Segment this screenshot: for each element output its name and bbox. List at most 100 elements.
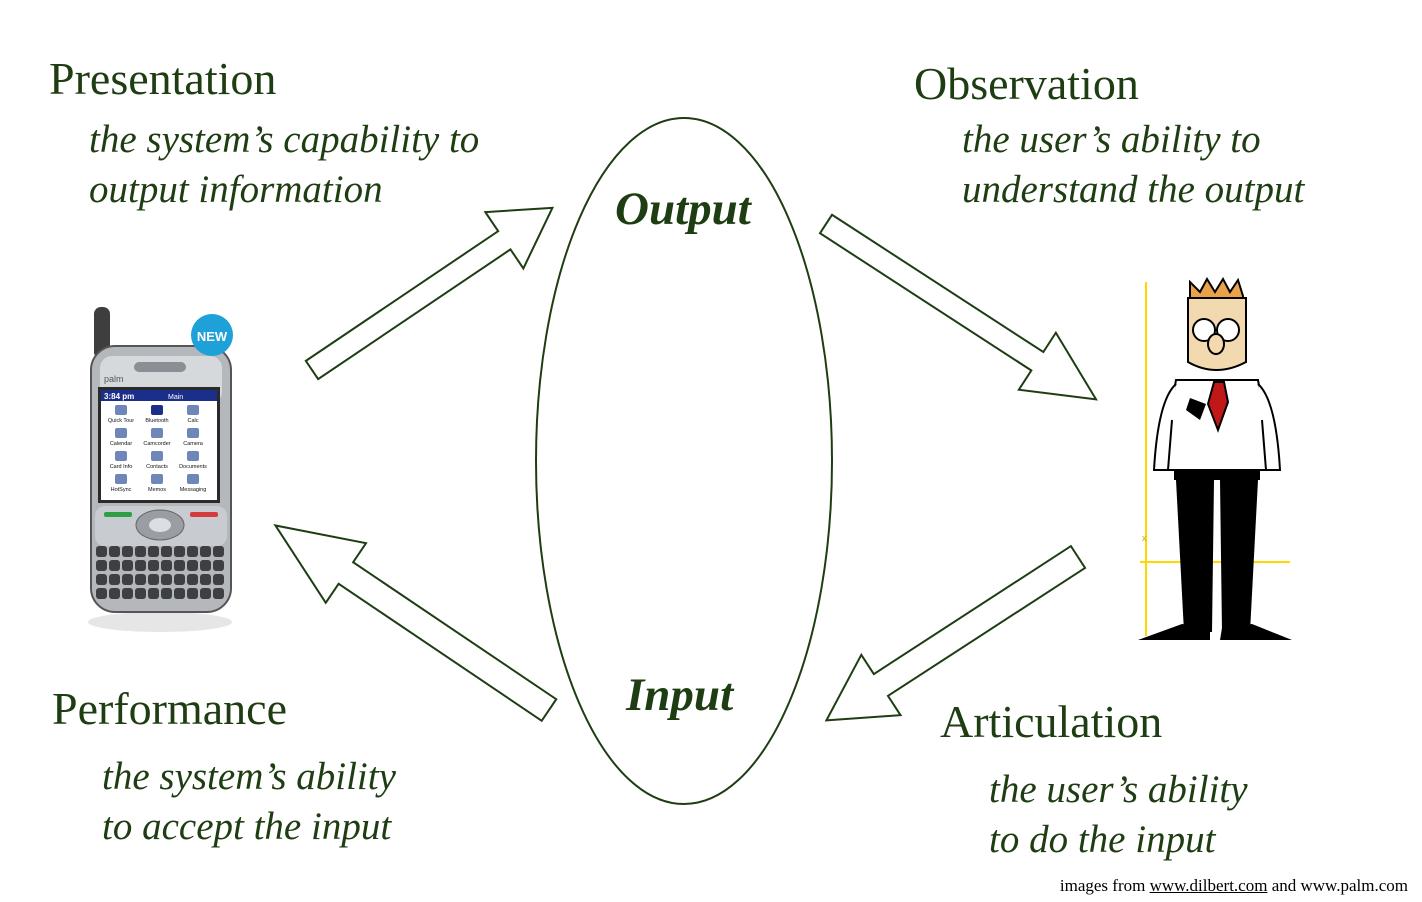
phone-key [96, 546, 107, 557]
phone-key [161, 560, 172, 571]
presentation-line-2: output information [89, 168, 383, 211]
down-left-arrow-icon [824, 544, 1087, 722]
interaction-ellipse [535, 117, 833, 805]
phone-key [148, 546, 159, 557]
phone-key [200, 546, 211, 557]
phone-app-icon [187, 474, 199, 484]
phone-key [135, 588, 146, 599]
phone-key [148, 574, 159, 585]
input-label: Input [626, 669, 734, 721]
phone-key [187, 546, 198, 557]
image-credit: images from www.dilbert.com and www.palm… [1060, 876, 1408, 896]
phone-key [135, 560, 146, 571]
phone-app-icon [151, 405, 163, 415]
phone-key [148, 560, 159, 571]
performance-line-2: to accept the input [102, 805, 392, 848]
articulation-title: Articulation [940, 696, 1163, 747]
phone-key [213, 560, 224, 571]
phone-key [174, 588, 185, 599]
presentation-line-1: the system’s capability to [89, 118, 480, 161]
phone-app-label: Quick Tour [108, 418, 134, 424]
phone-app-icon [187, 428, 199, 438]
phone-key [109, 560, 120, 571]
credit-middle: and [1271, 876, 1297, 895]
observation-line-1: the user’s ability to [962, 118, 1261, 161]
phone-key [96, 560, 107, 571]
phone-app-label: HotSync [111, 487, 132, 493]
phone-app-icon [187, 405, 199, 415]
phone-key [174, 546, 185, 557]
down-right-arrow-icon [818, 213, 1098, 401]
phone-app-icon [151, 428, 163, 438]
phone-app-icon [115, 474, 127, 484]
dilbert-link[interactable]: www.dilbert.com [1149, 876, 1268, 895]
phone-app-label: Calendar [110, 441, 132, 447]
phone-app-label: Bluetooth [145, 418, 168, 424]
presentation-title: Presentation [49, 53, 277, 104]
phone-key [174, 574, 185, 585]
phone-keyboard [96, 546, 224, 599]
phone-status-menu: Main [168, 394, 183, 401]
performance-title: Performance [52, 683, 287, 734]
output-label: Output [615, 183, 751, 235]
phone-key [161, 574, 172, 585]
phone-key [122, 546, 133, 557]
phone-key [161, 588, 172, 599]
palm-link[interactable]: www.palm.com [1300, 876, 1409, 895]
observation-title: Observation [914, 58, 1139, 109]
phone-app-label: Camcorder [143, 441, 170, 447]
observation-description: the user’s ability to understand the out… [962, 115, 1304, 215]
phone-key [135, 574, 146, 585]
phone-app-label: Contacts [146, 464, 168, 470]
articulation-line-1: the user’s ability [989, 768, 1248, 811]
phone-key [187, 588, 198, 599]
performance-description: the system’s ability to accept the input [102, 752, 396, 852]
phone-app-label: Documents [179, 464, 207, 470]
performance-line-1: the system’s ability [102, 755, 396, 798]
up-left-arrow-icon [273, 524, 558, 723]
phone-key [109, 546, 120, 557]
phone-key [187, 574, 198, 585]
phone-key [200, 574, 211, 585]
cartoon-user-figure: x y [1138, 276, 1292, 640]
phone-key [200, 588, 211, 599]
phone-key [148, 588, 159, 599]
credit-prefix: images from [1059, 876, 1146, 895]
phone-key [187, 560, 198, 571]
phone-app-label: Messaging [180, 487, 207, 493]
phone-key [200, 560, 211, 571]
phone-app-label: Calc [187, 418, 198, 424]
phone-status-time: 3:84 pm [104, 392, 134, 401]
phone-app-icon [115, 451, 127, 461]
phone-key [135, 546, 146, 557]
figure-axis-x: x [1142, 533, 1147, 543]
phone-key [96, 574, 107, 585]
articulation-line-2: to do the input [989, 818, 1216, 861]
phone-app-icon [115, 405, 127, 415]
articulation-description: the user’s ability to do the input [989, 765, 1248, 865]
phone-app-icon [115, 428, 127, 438]
phone-key [122, 588, 133, 599]
phone-brand: palm [104, 374, 124, 384]
phone-key [213, 546, 224, 557]
up-right-arrow-icon [304, 206, 555, 381]
phone-key [96, 588, 107, 599]
phone-app-icon [151, 474, 163, 484]
phone-key [109, 574, 120, 585]
phone-key [213, 588, 224, 599]
phone-key [213, 574, 224, 585]
phone-key [174, 560, 185, 571]
new-badge: NEW [197, 329, 228, 344]
phone-app-icon [187, 451, 199, 461]
phone-key [122, 574, 133, 585]
phone-key [161, 546, 172, 557]
presentation-description: the system’s capability to output inform… [89, 115, 479, 215]
phone-app-label: Card Info [110, 464, 133, 470]
phone-key [122, 560, 133, 571]
phone-app-icon [151, 451, 163, 461]
phone-key [109, 588, 120, 599]
phone-app-label: Camera [183, 441, 204, 447]
